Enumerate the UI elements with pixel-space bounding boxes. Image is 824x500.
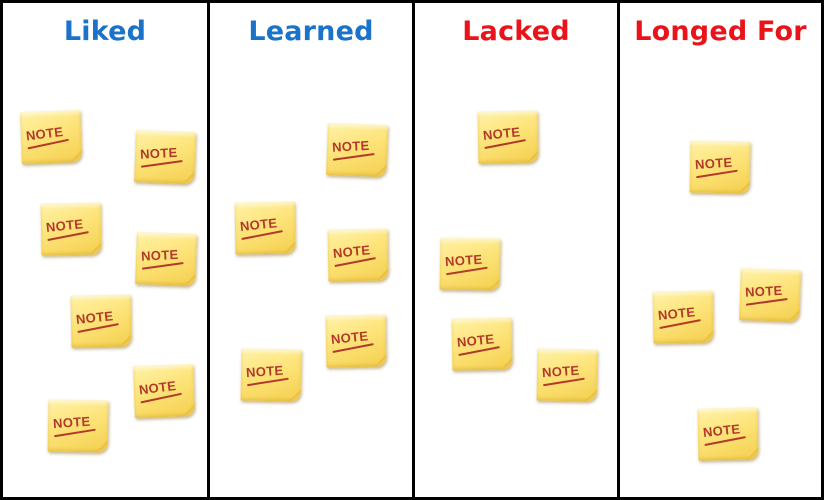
sticky-note[interactable]: NOTE (451, 317, 513, 371)
sticky-note[interactable]: NOTE (134, 129, 196, 185)
note-label: NOTE (694, 154, 733, 173)
sticky-note[interactable]: NOTE (20, 109, 82, 165)
note-label: NOTE (541, 362, 580, 381)
column-lacked: Lacked NOTE NOTE NOTE NOTE (412, 3, 617, 497)
column-title-longed-for: Longed For (634, 16, 807, 47)
sticky-note[interactable]: NOTE (133, 363, 195, 419)
column-longed-for: Longed For NOTE NOTE NOTE NOTE (617, 3, 821, 497)
sticky-note[interactable]: NOTE (477, 110, 539, 164)
note-label: NOTE (245, 362, 284, 381)
sticky-note[interactable]: NOTE (40, 202, 102, 256)
sticky-note[interactable]: NOTE (327, 228, 389, 282)
note-label: NOTE (331, 137, 370, 155)
sticky-note[interactable]: NOTE (652, 290, 714, 344)
sticky-note[interactable]: NOTE (689, 140, 751, 194)
sticky-note[interactable]: NOTE (326, 122, 388, 178)
column-title-lacked: Lacked (462, 16, 570, 47)
column-learned: Learned NOTE NOTE NOTE NOTE NOTE (207, 3, 412, 497)
column-title-learned: Learned (248, 16, 374, 47)
sticky-note[interactable]: NOTE (697, 407, 759, 461)
sticky-note[interactable]: NOTE (240, 348, 302, 402)
note-label: NOTE (744, 282, 783, 300)
sticky-note[interactable]: NOTE (47, 399, 109, 453)
note-label: NOTE (52, 413, 91, 432)
column-title-liked: Liked (63, 16, 147, 47)
note-label: NOTE (140, 246, 179, 264)
sticky-note[interactable]: NOTE (536, 348, 598, 402)
note-label: NOTE (444, 251, 483, 270)
sticky-note[interactable]: NOTE (739, 267, 801, 323)
sticky-note[interactable]: NOTE (70, 294, 132, 348)
sticky-note[interactable]: NOTE (234, 201, 296, 255)
sticky-note[interactable]: NOTE (439, 237, 501, 291)
note-label: NOTE (139, 144, 178, 162)
sticky-note[interactable]: NOTE (325, 314, 387, 368)
sticky-note[interactable]: NOTE (135, 231, 197, 287)
